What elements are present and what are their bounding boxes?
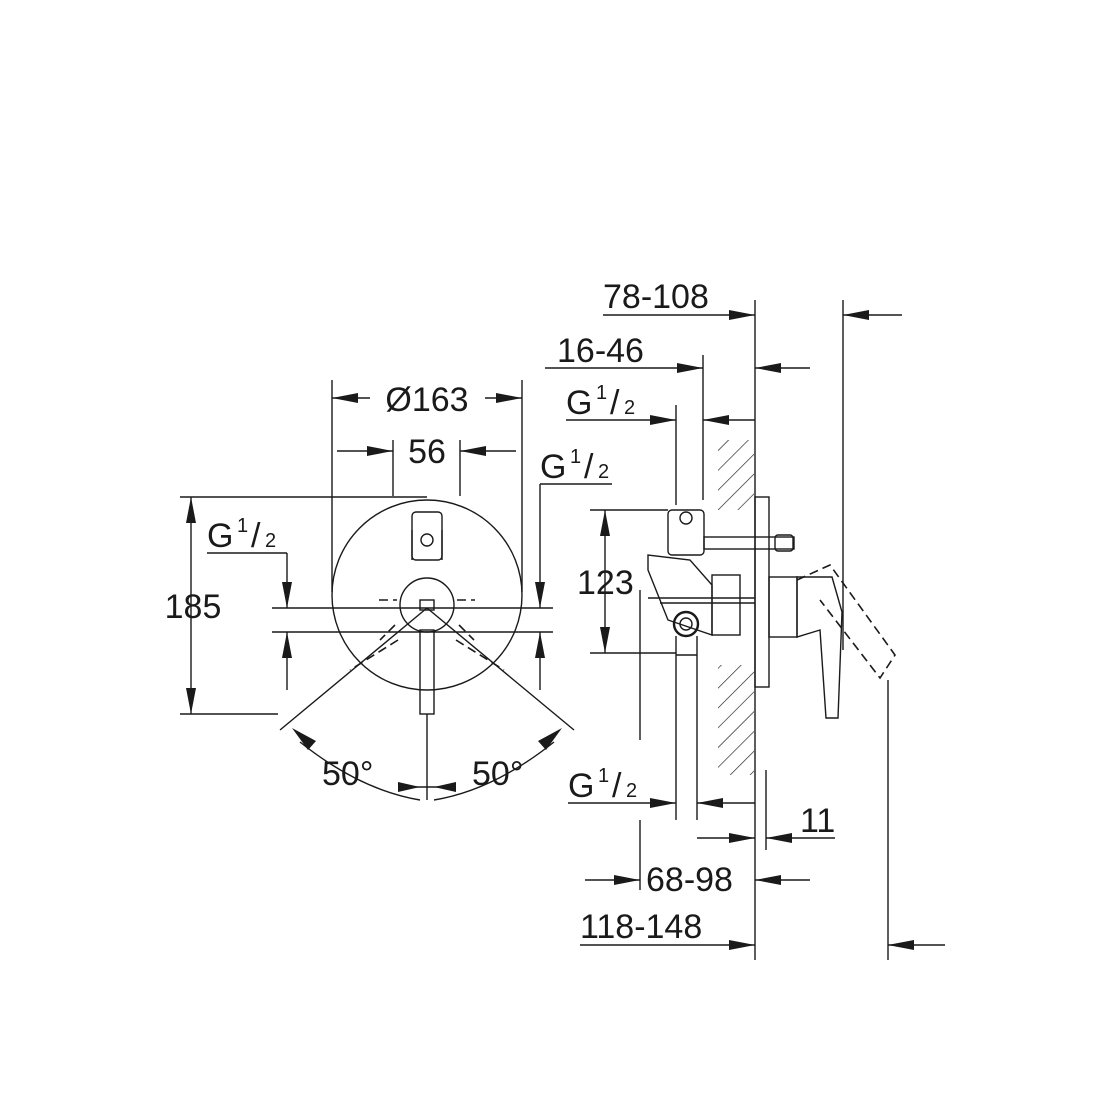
thread-bottom-label: G 1 / 2 xyxy=(568,765,637,805)
dim-118-148-label: 118-148 xyxy=(580,908,702,946)
cover-plate xyxy=(331,499,523,691)
handle-base xyxy=(768,576,798,638)
svg-text:1: 1 xyxy=(237,515,248,537)
svg-text:/: / xyxy=(612,767,622,805)
dim-11-label: 11 xyxy=(800,802,835,840)
handle-lever-side xyxy=(796,576,843,719)
thread-left-label: G 1 / 2 xyxy=(207,515,276,555)
svg-text:/: / xyxy=(584,448,594,486)
svg-text:/: / xyxy=(610,384,620,422)
svg-text:1: 1 xyxy=(598,765,609,787)
valve-body xyxy=(711,574,741,636)
svg-text:G: G xyxy=(540,448,566,486)
height-185-label: 185 xyxy=(165,588,222,626)
side-view: 78-108 16-46 G 1 / 2 123 G 1 xyxy=(545,278,945,960)
valve-housing xyxy=(647,554,713,636)
top-spindle xyxy=(703,536,795,550)
front-view: Ø163 56 185 G 1 / 2 G 1 / 2 xyxy=(165,380,612,801)
dim-16-46-label: 16-46 xyxy=(557,332,644,370)
thread-top-label: G 1 / 2 xyxy=(566,382,635,422)
svg-text:G: G xyxy=(566,384,592,422)
bottom-outlet xyxy=(672,610,700,638)
height-123-label: 123 xyxy=(577,564,634,602)
wall-hatch-top xyxy=(718,440,754,510)
svg-text:1: 1 xyxy=(570,446,581,468)
dim-78-108-label: 78-108 xyxy=(603,278,709,316)
svg-text:/: / xyxy=(251,517,261,555)
svg-text:2: 2 xyxy=(624,397,635,419)
diameter-label: Ø163 xyxy=(385,381,468,419)
svg-text:1: 1 xyxy=(596,382,607,404)
svg-text:2: 2 xyxy=(626,780,637,802)
svg-text:2: 2 xyxy=(265,530,276,552)
wall-rosette xyxy=(754,496,770,688)
handle-slot xyxy=(419,599,435,611)
svg-text:G: G xyxy=(568,767,594,805)
diverter-knob xyxy=(420,533,434,547)
diverter-slot xyxy=(411,511,443,561)
angle-right-label: 50° xyxy=(472,755,523,793)
top-fitting xyxy=(667,509,705,556)
width-56-label: 56 xyxy=(408,433,446,471)
angle-left-label: 50° xyxy=(322,755,373,793)
handle-lever xyxy=(419,629,435,715)
dim-68-98-label: 68-98 xyxy=(646,861,733,899)
thread-right-label: G 1 / 2 xyxy=(540,446,609,486)
svg-text:G: G xyxy=(207,517,233,555)
svg-text:2: 2 xyxy=(598,461,609,483)
wall-hatch-bottom xyxy=(718,665,754,775)
